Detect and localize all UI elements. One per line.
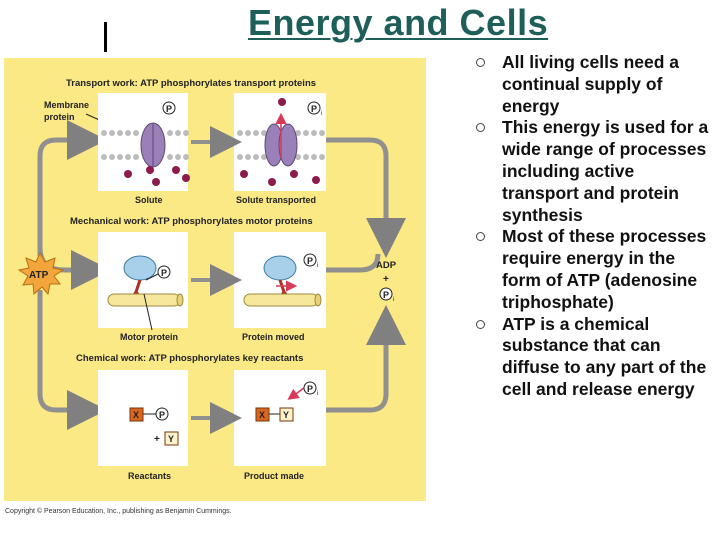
product-pi-label: P (307, 384, 313, 394)
phosphate-subscript: i (321, 111, 322, 117)
adp-label: ADP (376, 260, 397, 271)
reactant-plus: + (154, 434, 160, 445)
adp-pi-subscript: i (393, 297, 394, 303)
phosphate-label: P (166, 104, 172, 114)
slide-title: Energy and Cells (248, 2, 549, 43)
bullet-text: Most of these processes require energy i… (502, 226, 707, 312)
product-y-label: Y (283, 410, 289, 420)
bullet-item: All living cells need a continual supply… (474, 52, 714, 117)
reactant-phosphate-label: P (159, 410, 165, 420)
solute-transported-label: Solute transported (236, 195, 316, 205)
motor-phosphate-label: P (161, 268, 167, 278)
bullet-item: This energy is used for a wide range of … (474, 117, 714, 226)
panel-transition-arrows (191, 126, 242, 434)
bullet-text: All living cells need a continual supply… (502, 52, 680, 116)
transport-work-title: Transport work: ATP phosphorylates trans… (66, 78, 316, 89)
product-x-label: X (259, 410, 265, 420)
bullet-text: ATP is a chemical substance that can dif… (502, 313, 707, 399)
bullet-item: ATP is a chemical substance that can dif… (474, 314, 714, 401)
adp-pi-label: P (383, 290, 389, 300)
protein-moved-label: Protein moved (242, 332, 305, 342)
adp-plus: + (383, 274, 389, 285)
phosphate-inorganic-label: P (311, 104, 317, 114)
bullet-text: This energy is used for a wide range of … (502, 117, 709, 225)
bullet-marker-icon (476, 232, 485, 242)
bullet-marker-icon (476, 123, 485, 133)
slide-tick-mark (104, 22, 107, 52)
transport-panel-after: P i (234, 93, 326, 191)
mechanical-work-title: Mechanical work: ATP phosphorylates moto… (70, 216, 313, 227)
solute-label: Solute (135, 195, 163, 205)
chemical-work-title: Chemical work: ATP phosphorylates key re… (76, 353, 303, 364)
figure-copyright: Copyright © Pearson Education, Inc., pub… (5, 508, 232, 515)
product-pi-subscript: i (317, 391, 318, 397)
energy-work-diagram: Transport work: ATP phosphorylates trans… (4, 58, 426, 501)
chemical-panel-after: X Y P i (234, 370, 326, 466)
atp-starburst-icon: ATP (17, 251, 65, 296)
atp-label: ATP (29, 270, 49, 281)
atp-cycle-arrows (37, 120, 406, 430)
mechanical-panel-after: P i (234, 232, 326, 328)
motor-pi-subscript: i (317, 263, 318, 269)
transport-panel-before: P (98, 93, 190, 191)
reactants-label: Reactants (128, 471, 171, 481)
motor-pi-label: P (307, 256, 313, 266)
chemical-panel-before: X P + Y (98, 370, 188, 466)
product-made-label: Product made (244, 471, 304, 481)
reactant-x-label: X (133, 410, 139, 420)
mechanical-panel-before: P (98, 232, 188, 328)
bullet-list: All living cells need a continual supply… (474, 52, 714, 401)
bullet-marker-icon (476, 58, 485, 67)
membrane-protein-label-2: protein (44, 112, 75, 122)
reactant-y-label: Y (168, 434, 174, 444)
motor-protein-pointer (143, 293, 153, 331)
motor-protein-label: Motor protein (120, 332, 178, 342)
bullet-marker-icon (476, 319, 485, 329)
bullet-item: Most of these processes require energy i… (474, 226, 714, 313)
membrane-protein-label-1: Membrane (44, 100, 89, 110)
